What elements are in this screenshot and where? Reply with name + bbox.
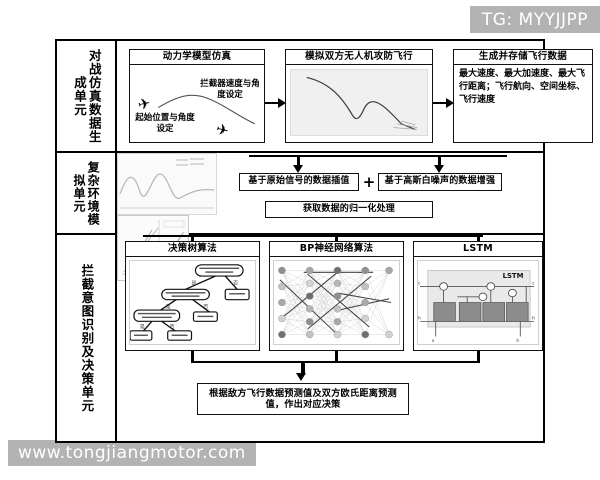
svg-text:是: 是 bbox=[192, 281, 197, 287]
row-interception-intent-recognition-decision: 拦截意图识别及决策单元 决策树算法 bbox=[57, 235, 543, 441]
svg-text:否: 否 bbox=[203, 305, 208, 311]
row-combat-sim-data-generation: 对战仿真数据生成单元 动力学模型仿真 ✈ ✈ 拦截器速度与角度设定 起始位置与角… bbox=[57, 41, 593, 153]
arrow-dyn-to-sim-line bbox=[265, 102, 278, 104]
box-dynamics-model-simulation: 动力学模型仿真 ✈ ✈ 拦截器速度与角度设定 起始位置与角度设定 bbox=[129, 49, 265, 143]
flight-trajectory-chart bbox=[290, 69, 428, 137]
annotation-interceptor-speed-angle: 拦截器速度与角度设定 bbox=[200, 79, 260, 101]
box-title-decision-tree: 决策树算法 bbox=[126, 242, 259, 258]
arrow-to-alg3 bbox=[477, 235, 480, 241]
arrow-alg3-down bbox=[477, 351, 480, 361]
decision-tree-graph: 是否 是否 是否 bbox=[130, 264, 250, 342]
unit-label-cell-row3: 拦截意图识别及决策单元 bbox=[57, 235, 117, 441]
decision-tree-figure-wrap: 是否 是否 是否 bbox=[126, 257, 259, 348]
row2-body: 基于原始信号的数据插值 + 基于高斯白噪声的数据增强 获取数据的归一化处理 bbox=[117, 153, 543, 281]
arrow-to-noise-head bbox=[434, 165, 444, 173]
label-gaussian-noise-augmentation: 基于高斯白噪声的数据增强 bbox=[378, 173, 502, 191]
diagram-frame: 对战仿真数据生成单元 动力学模型仿真 ✈ ✈ 拦截器速度与角度设定 起始位置与角… bbox=[55, 39, 593, 443]
arrow-to-noise-line bbox=[438, 155, 441, 167]
lstm-cell-graph: LSTM bbox=[418, 270, 535, 345]
svg-text:c: c bbox=[418, 282, 421, 287]
decision-tree-diagram: 是否 是否 是否 bbox=[129, 260, 256, 346]
svg-text:是: 是 bbox=[166, 305, 171, 311]
box-title-flight-sim: 模拟双方无人机攻防飞行 bbox=[286, 50, 432, 66]
box-decision-tree-algorithm: 决策树算法 bbox=[125, 241, 260, 351]
flight-sim-figure bbox=[286, 65, 432, 140]
neural-network-diagram bbox=[273, 260, 400, 346]
row1-body: 动力学模型仿真 ✈ ✈ 拦截器速度与角度设定 起始位置与角度设定 模拟双方无人机… bbox=[117, 41, 593, 151]
arrow-sim-to-gen-head bbox=[446, 98, 454, 108]
box-uav-attack-defense-flight-sim: 模拟双方无人机攻防飞行 bbox=[285, 49, 433, 143]
arrow-to-interp-line bbox=[297, 155, 300, 167]
waveform-curve bbox=[119, 158, 215, 209]
box-bp-neural-network-algorithm: BP神经网络算法 bbox=[269, 241, 404, 351]
lstm-caption: LSTM bbox=[503, 273, 524, 281]
svg-text:x: x bbox=[432, 340, 435, 345]
box-title-dynamics: 动力学模型仿真 bbox=[130, 50, 264, 66]
arrow-to-alg2 bbox=[335, 235, 338, 241]
box-title-lstm: LSTM bbox=[414, 242, 542, 258]
telegram-watermark-text: TG: MYYJJPP bbox=[481, 9, 588, 30]
arrow-to-alg1 bbox=[191, 235, 194, 241]
arrow-to-decision-line bbox=[301, 363, 305, 375]
svg-text:c: c bbox=[532, 282, 535, 287]
svg-text:h: h bbox=[516, 339, 519, 345]
arrow-alg1-down bbox=[191, 351, 194, 361]
bus-line-row3 bbox=[143, 235, 483, 237]
box-title-generate-data: 生成并存储飞行数据 bbox=[454, 50, 592, 66]
signal-waveform-chart bbox=[117, 153, 217, 215]
svg-text:h: h bbox=[418, 316, 421, 322]
arrow-to-decision-head bbox=[296, 373, 306, 381]
box-title-bp-network: BP神经网络算法 bbox=[270, 242, 403, 258]
box-generate-store-flight-data: 生成并存储飞行数据 最大速度、最大加速度、最大飞行距离；飞行航向、空间坐标、飞行… bbox=[453, 49, 593, 143]
site-watermark: www.tongjiangmotor.com bbox=[8, 440, 256, 466]
unit-label-cell-row1: 对战仿真数据生成单元 bbox=[57, 41, 117, 151]
neural-network-graph bbox=[278, 267, 393, 339]
telegram-watermark: TG: MYYJJPP bbox=[469, 6, 600, 33]
label-data-normalization: 获取数据的归一化处理 bbox=[265, 201, 433, 218]
label-final-decision: 根据敌方飞行数据预测值及双方欧氏距离预测值，作出对应决策 bbox=[197, 383, 409, 415]
svg-text:否: 否 bbox=[233, 281, 238, 287]
box-lstm-algorithm: LSTM LSTM bbox=[413, 241, 543, 351]
unit-label-row2: 复杂环境模拟单元 bbox=[72, 160, 101, 226]
generate-data-body: 最大速度、最大加速度、最大飞行距离；飞行航向、空间坐标、飞行速度 bbox=[454, 65, 592, 140]
unit-label-row3: 拦截意图识别及决策单元 bbox=[79, 263, 95, 413]
svg-text:h: h bbox=[532, 316, 535, 322]
site-watermark-text: www.tongjiangmotor.com bbox=[18, 443, 246, 463]
bus-line-merge bbox=[191, 361, 480, 363]
lstm-cell-diagram: LSTM bbox=[417, 260, 539, 346]
arrow-to-interp-head bbox=[293, 165, 303, 173]
annotation-start-position-angle: 起始位置与角度设定 bbox=[135, 113, 195, 134]
svg-text:否: 否 bbox=[170, 325, 175, 331]
row-complex-environment-simulation: 复杂环境模拟单元 基于原始信号的数据插值 + 基于高斯白噪 bbox=[57, 153, 543, 281]
neural-network-figure-wrap bbox=[270, 257, 403, 348]
flight-trajectory-curve bbox=[306, 77, 418, 131]
arrow-alg2-down bbox=[335, 351, 338, 361]
row3-body: 决策树算法 bbox=[117, 235, 543, 441]
svg-text:是: 是 bbox=[140, 325, 145, 331]
airplane-icon: ✈ bbox=[136, 94, 153, 115]
bus-line-row2 bbox=[249, 155, 507, 157]
arrow-sim-to-gen-line bbox=[433, 102, 446, 104]
plus-operator: + bbox=[362, 173, 376, 191]
generated-data-parameters: 最大速度、最大加速度、最大飞行距离；飞行航向、空间坐标、飞行速度 bbox=[459, 69, 586, 105]
unit-label-cell-row2: 复杂环境模拟单元 bbox=[57, 153, 117, 233]
dynamics-figure: ✈ ✈ 拦截器速度与角度设定 起始位置与角度设定 bbox=[130, 65, 264, 140]
lstm-figure-wrap: LSTM bbox=[414, 257, 542, 348]
trajectory-curve bbox=[157, 95, 256, 125]
arrow-dyn-to-sim-head bbox=[278, 98, 286, 108]
unit-label-row1: 对战仿真数据生成单元 bbox=[72, 48, 102, 144]
label-raw-signal-interpolation: 基于原始信号的数据插值 bbox=[239, 173, 359, 191]
